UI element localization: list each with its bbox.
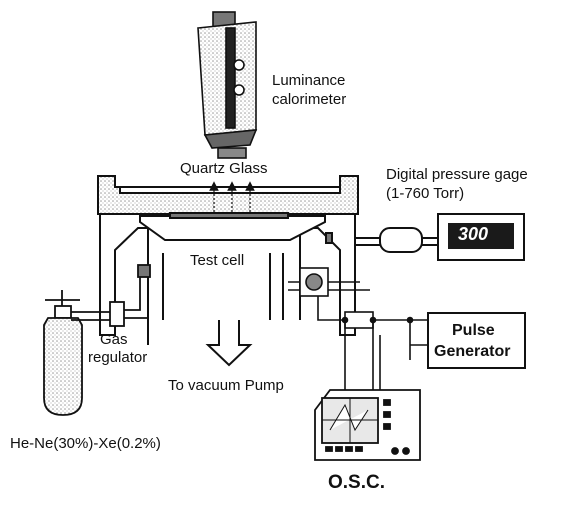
pressure-label-line2: (1-760 Torr) xyxy=(386,185,465,202)
electrode-wiring xyxy=(288,267,428,390)
luminance-label-line2: calorimeter xyxy=(272,91,347,108)
emission-arrows xyxy=(209,181,255,212)
vacuum-arrow xyxy=(205,320,253,367)
pulse-generator-label-line2: Generator xyxy=(434,343,511,360)
gas-cylinder xyxy=(43,264,151,416)
pressure-label-line1: Digital pressure gage xyxy=(386,166,528,183)
quartz-glass-label: Quartz Glass xyxy=(180,160,268,177)
digital-pressure-gauge xyxy=(355,213,525,261)
gauge-reading: 300 xyxy=(458,224,489,244)
vacuum-pump-label: To vacuum Pump xyxy=(168,377,284,394)
gas-regulator-label-line1: Gas xyxy=(100,331,128,348)
gas-regulator-label-line2: regulator xyxy=(88,349,148,366)
oscilloscope-label: O.S.C. xyxy=(328,472,386,493)
pulse-generator-label-line1: Pulse xyxy=(452,322,495,339)
gas-mixture-label: He-Ne(30%)-Xe(0.2%) xyxy=(10,435,161,452)
oscilloscope xyxy=(314,389,421,461)
pulse-generator-box xyxy=(427,312,526,369)
luminance-label-line1: Luminance xyxy=(272,72,346,89)
luminance-calorimeter xyxy=(197,11,258,159)
test-cell-label: Test cell xyxy=(190,252,245,269)
